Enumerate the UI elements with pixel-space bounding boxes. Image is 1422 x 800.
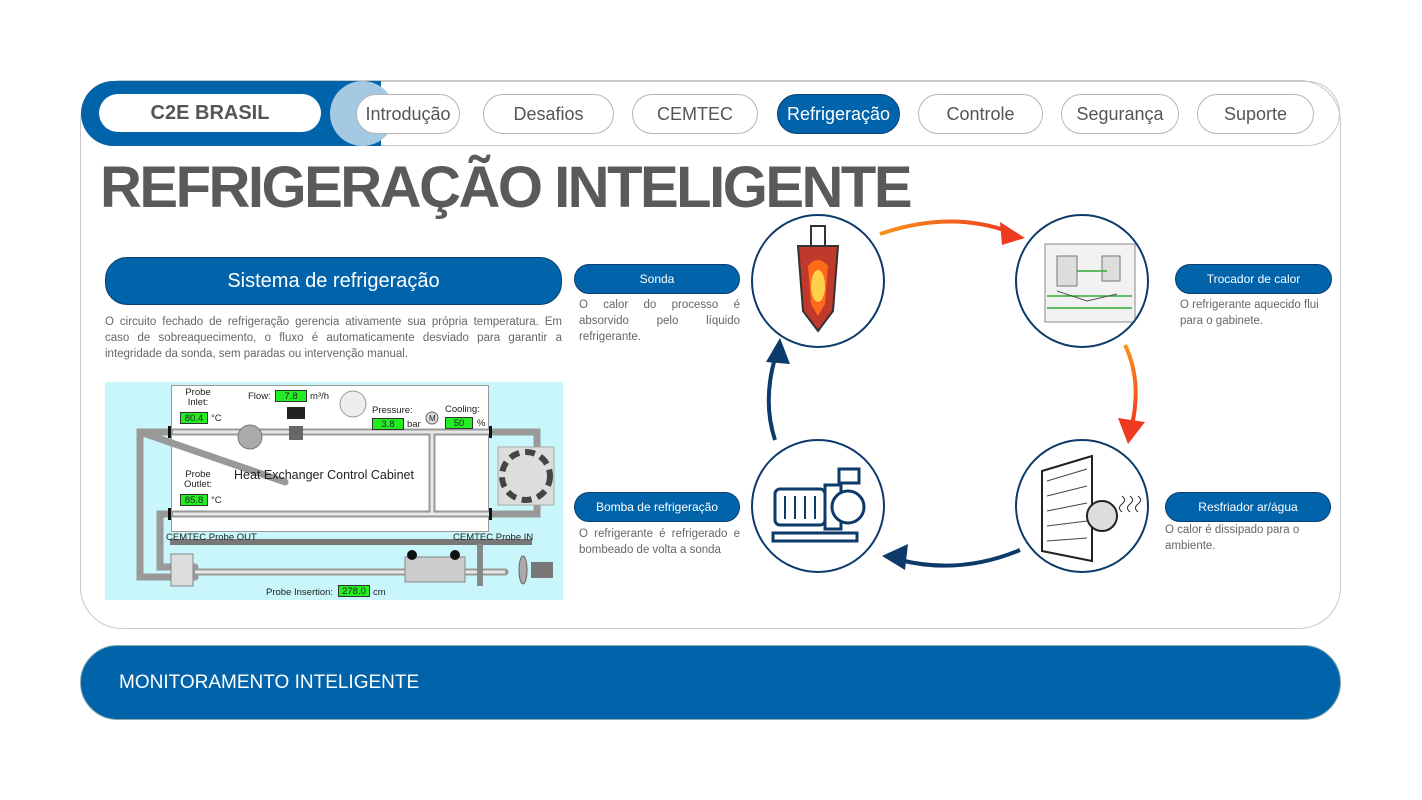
tab-introducao[interactable]: Introdução — [356, 94, 460, 134]
trocador-text: O refrigerante aquecido flui para o gabi… — [1180, 299, 1319, 327]
cabinet-label: Heat Exchanger Control Cabinet — [234, 468, 414, 482]
resfriador-label: Resfriador ar/água — [1165, 492, 1331, 522]
probe-outlet-label: Probe Outlet: — [184, 469, 212, 490]
probe-out-label: CEMTEC Probe OUT — [166, 532, 257, 543]
probe-icon — [796, 225, 840, 333]
flow-label: Flow: — [248, 391, 271, 402]
pressure-value: 3.8 — [372, 418, 404, 430]
probe-inlet-value: 80.4 — [180, 412, 208, 424]
tab-cemtec[interactable]: CEMTEC — [632, 94, 758, 134]
insertion-label: Probe Insertion: — [266, 587, 334, 598]
probe-in-label: CEMTEC Probe IN — [453, 532, 534, 543]
insertion-value: 278.0 — [338, 585, 370, 597]
bomba-image — [751, 439, 885, 573]
tab-refrigeracao[interactable]: Refrigeração — [777, 94, 900, 134]
resfriador-image — [1015, 439, 1149, 573]
tab-suporte[interactable]: Suporte — [1197, 94, 1314, 134]
sonda-image — [751, 214, 885, 348]
flow-value: 7.8 — [275, 390, 307, 402]
temp-unit: °C — [211, 413, 222, 424]
page-title: REFRIGERAÇÃO INTELIGENTE — [100, 155, 913, 220]
cooling-unit: % — [477, 418, 486, 429]
resfriador-text: O calor é dissipado para o ambiente. — [1165, 524, 1300, 552]
motor-label: M — [429, 414, 436, 423]
cooling-label: Cooling: — [445, 404, 480, 415]
cooling-value: 50 — [445, 417, 473, 429]
content-card — [80, 80, 1341, 629]
pump-icon — [771, 467, 866, 543]
insertion-unit: cm — [373, 587, 386, 598]
pressure-label: Pressure: — [372, 405, 413, 416]
monitoramento-section-button[interactable]: MONITORAMENTO INTELIGENTE — [80, 645, 1341, 720]
sonda-label: Sonda — [574, 264, 740, 294]
trocador-image — [1015, 214, 1149, 348]
bomba-text: O refrigerante é refrigerado e bombeado … — [579, 528, 740, 556]
probe-inlet-label: Probe Inlet: — [185, 387, 211, 408]
bomba-label: Bomba de refrigeração — [574, 492, 740, 522]
brand-logo[interactable]: C2E BRASIL — [99, 94, 321, 132]
pipes-graphic — [136, 390, 555, 587]
tab-controle[interactable]: Controle — [918, 94, 1043, 134]
trocador-label: Trocador de calor — [1175, 264, 1332, 294]
pressure-unit: bar — [407, 419, 421, 430]
system-description: O circuito fechado de refrigeração geren… — [105, 316, 562, 360]
flow-unit: m³/h — [310, 391, 329, 402]
heat-exchanger-icon — [1044, 243, 1136, 323]
sonda-text: O calor do processo é absorvido pelo líq… — [579, 299, 740, 343]
temp-unit: °C — [211, 495, 222, 506]
scada-diagram: Probe Inlet: 80.4 °C Flow: 7.8 m³/h Pres… — [105, 382, 563, 600]
probe-outlet-value: 85.8 — [180, 494, 208, 506]
radiator-fan-icon — [1041, 454, 1141, 563]
tab-desafios[interactable]: Desafios — [483, 94, 614, 134]
tab-seguranca[interactable]: Segurança — [1061, 94, 1179, 134]
system-heading: Sistema de refrigeração — [105, 257, 562, 305]
